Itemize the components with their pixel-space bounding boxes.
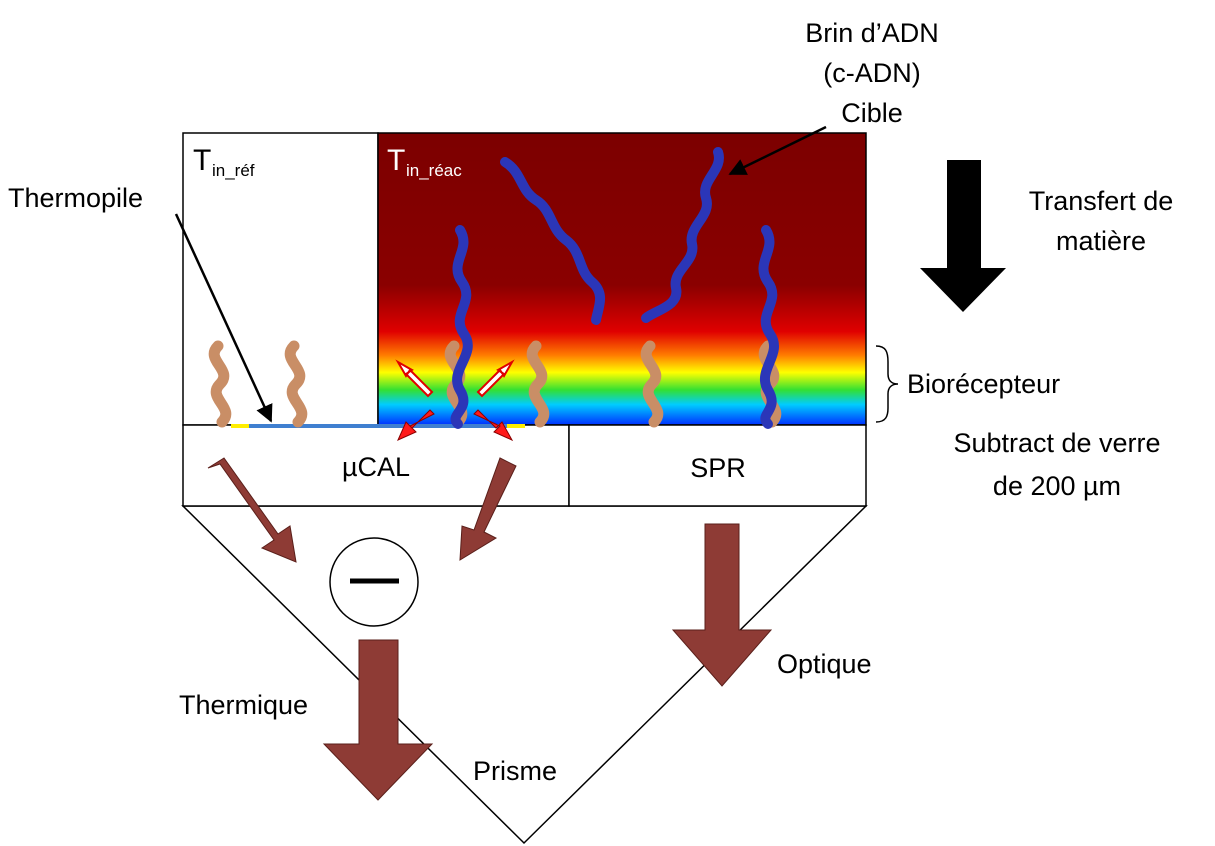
- target-strand: [641, 147, 724, 323]
- probe-strand: [284, 340, 308, 428]
- target-dna-strands: [450, 147, 779, 429]
- target-strand: [500, 157, 605, 325]
- spr-label: SPR: [690, 453, 746, 483]
- reac-temp-symbol: T: [387, 144, 405, 177]
- down-arrow-icon: [920, 160, 1006, 312]
- reac-temp-subscript: in_réac: [406, 161, 462, 180]
- ref-temp-symbol: T: [193, 144, 211, 177]
- substrate-label-line2: de 200 µm: [993, 471, 1121, 501]
- emission-arrow-down-right: [473, 409, 514, 442]
- probe-strand: [526, 340, 550, 428]
- target-callout-arrow: [728, 125, 827, 176]
- thermal-arrow-left: [207, 457, 297, 563]
- emission-arrow-up-left: [395, 359, 434, 398]
- thermal-label: Thermique: [179, 690, 308, 720]
- prism-label: Prisme: [473, 756, 557, 786]
- emission-arrow-down-left: [397, 409, 435, 441]
- thermal-arrow-right: [459, 457, 517, 561]
- probe-strand: [640, 340, 664, 428]
- ref-temp-subscript: in_réf: [212, 161, 255, 180]
- target-label-line2: (c-ADN): [823, 58, 920, 88]
- bioreceptor-label: Biorécepteur: [907, 369, 1060, 399]
- thermal-output-arrow: [322, 639, 434, 801]
- heat-flow-arrows: [207, 457, 773, 801]
- target-label-line3: Cible: [841, 98, 903, 128]
- target-strand: [758, 225, 779, 429]
- ucal-label: µCAL: [342, 452, 410, 482]
- heat-emission-arrows: [395, 359, 515, 442]
- target-strand: [450, 225, 473, 429]
- transfer-label-line2: matière: [1056, 226, 1146, 256]
- probe-strand: [208, 340, 232, 428]
- bioreceptor-brace: [875, 345, 899, 423]
- optical-label: Optique: [777, 649, 872, 679]
- optical-arrow: [671, 523, 773, 687]
- transfer-label-line1: Transfert de: [1029, 186, 1174, 216]
- emission-arrow-up-right: [476, 359, 515, 398]
- reference-chamber: [182, 132, 379, 426]
- target-label-line1: Brin d’ADN: [805, 18, 939, 48]
- spr-box: [568, 424, 867, 507]
- substrate-label-line1: Subtract de verre: [953, 428, 1160, 458]
- thermopile-callout-arrow: [174, 213, 273, 423]
- thermopile-label: Thermopile: [8, 183, 143, 213]
